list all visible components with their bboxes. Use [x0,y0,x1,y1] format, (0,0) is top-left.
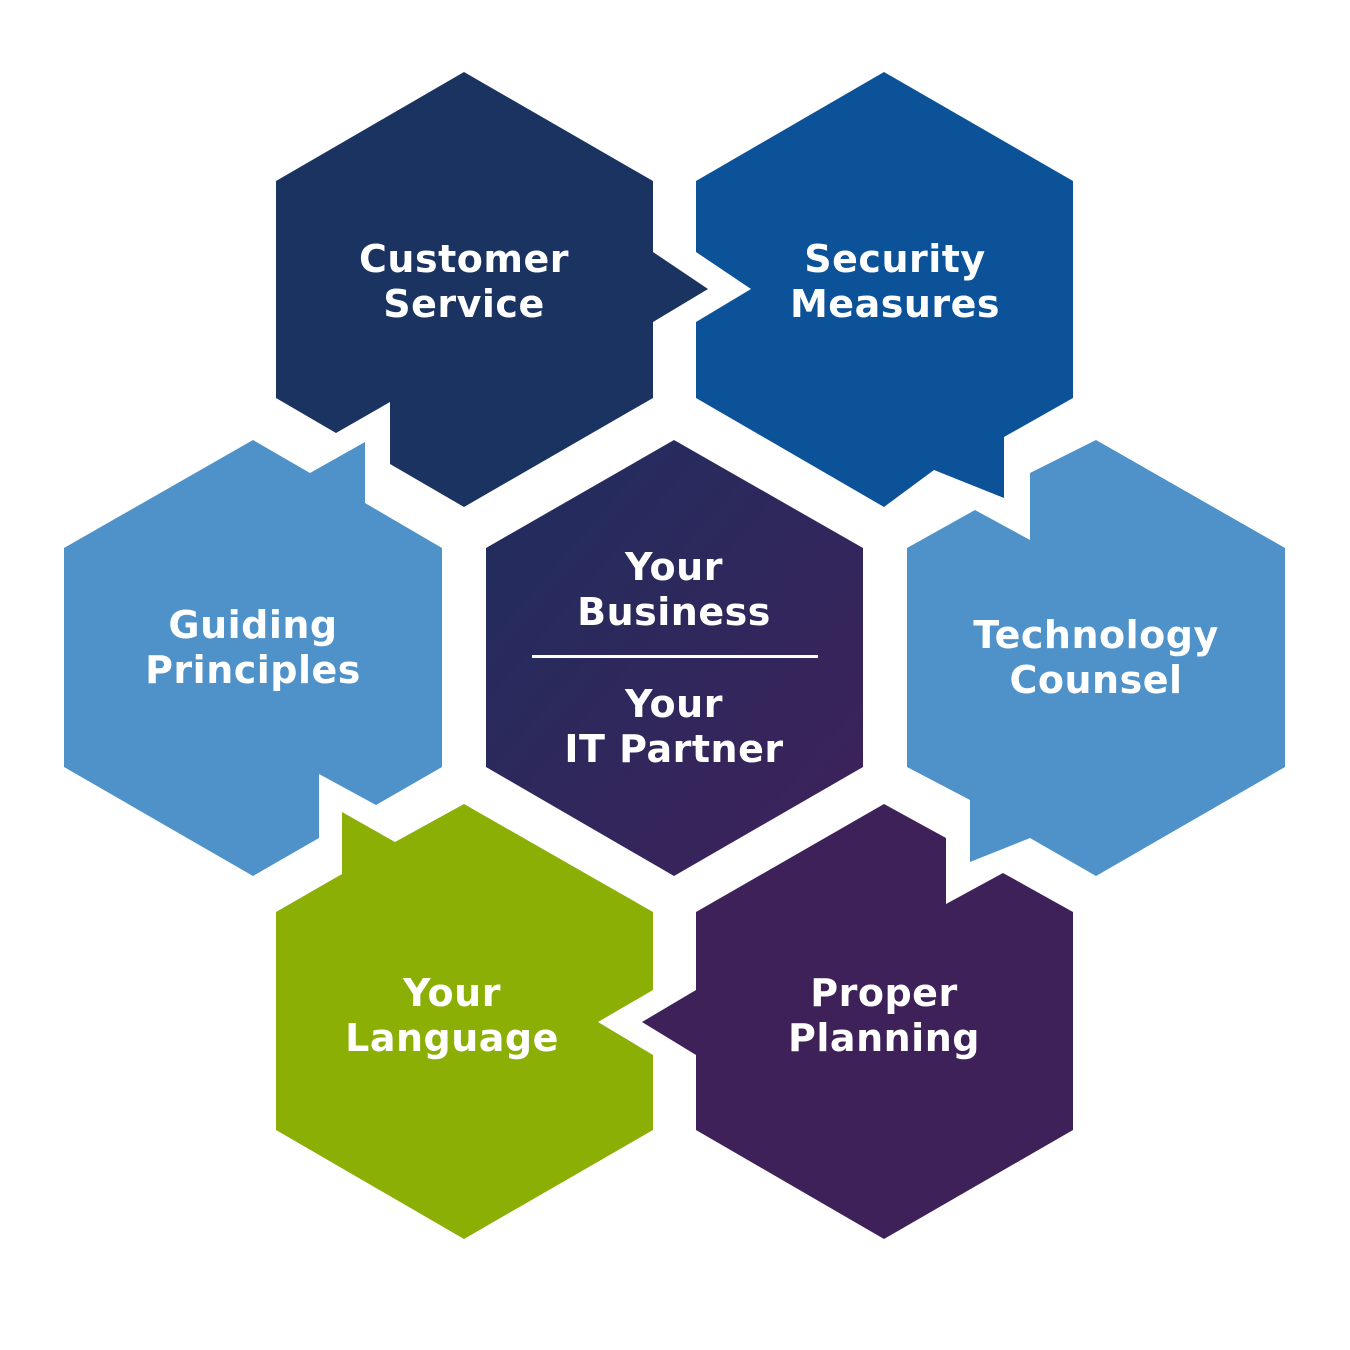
hex-customer-service [276,72,708,507]
hex-security-measures [696,72,1073,507]
hex-technology-counsel [907,440,1285,876]
hex-proper-planning [642,804,1073,1239]
hex-center [486,440,863,876]
center-divider [532,655,818,658]
hex-your-language [276,804,653,1239]
hex-guiding-principles [64,440,442,876]
